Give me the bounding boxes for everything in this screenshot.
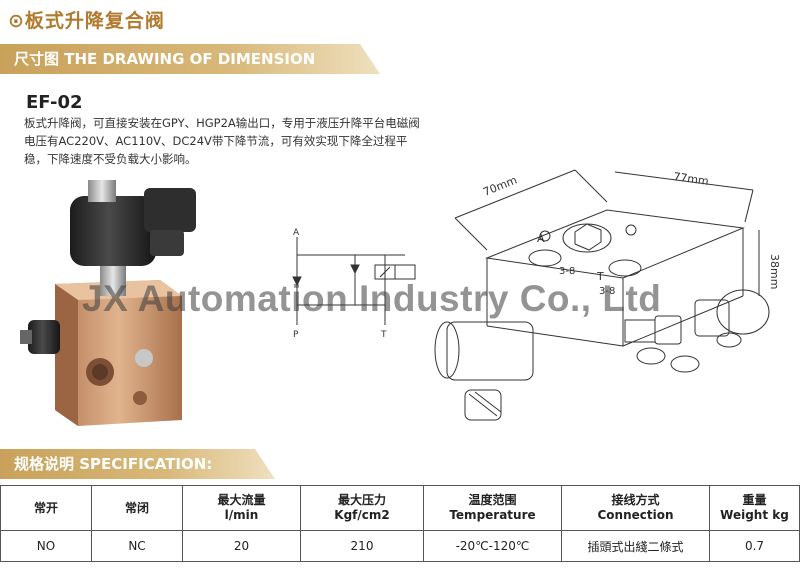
spec-header-cell: 常闭: [91, 485, 183, 531]
model-label: EF-02: [26, 92, 83, 113]
dim-height-label: 38mm: [768, 254, 781, 289]
drawing-port-t-thread: 3-8: [599, 286, 615, 297]
spec-header-cell: 常开: [0, 485, 92, 531]
drawing-port-a: A: [537, 232, 545, 245]
schematic-port-a: A: [293, 228, 300, 238]
spec-value-cell: NC: [91, 530, 183, 562]
product-description: 板式升降阀，可直接安装在GPY、HGP2A输出口，专用于液压升降平台电磁阀电压有…: [24, 116, 420, 166]
spec-value-cell: NO: [0, 530, 92, 562]
drawing-port-t: T: [596, 270, 604, 283]
spec-value-row: NO NC 20 210 -20℃-120℃ 插頭式出綫二條式 0.7: [0, 530, 800, 562]
section-header-dimension-label: 尺寸图 THE DRAWING OF DIMENSION: [14, 50, 316, 68]
section-header-spec: 规格说明 SPECIFICATION:: [0, 449, 275, 479]
product-photo: [20, 180, 196, 426]
watermark: JX Automation Industry Co., Ltd: [82, 278, 662, 319]
spec-value-cell: 20: [182, 530, 301, 562]
spec-value-cell: 插頭式出綫二條式: [561, 530, 710, 562]
dim-depth-label: 77mm: [673, 170, 710, 188]
dimension-drawing: 70mm 77mm 38mm A 3-8 T 3-8: [434, 169, 781, 421]
drawing-port-a-thread: 3-8: [559, 266, 575, 277]
hydraulic-schematic: A P T: [292, 228, 416, 340]
page-title: ⊙板式升降复合阀: [8, 10, 165, 32]
schematic-port-p: P: [293, 330, 299, 340]
spec-value-cell: 0.7: [709, 530, 800, 562]
section-header-dimension: 尺寸图 THE DRAWING OF DIMENSION: [0, 44, 380, 74]
spec-value-cell: 210: [300, 530, 424, 562]
section-header-spec-label: 规格说明 SPECIFICATION:: [14, 455, 213, 473]
schematic-port-t: T: [380, 330, 387, 340]
spec-value-cell: -20℃-120℃: [423, 530, 562, 562]
